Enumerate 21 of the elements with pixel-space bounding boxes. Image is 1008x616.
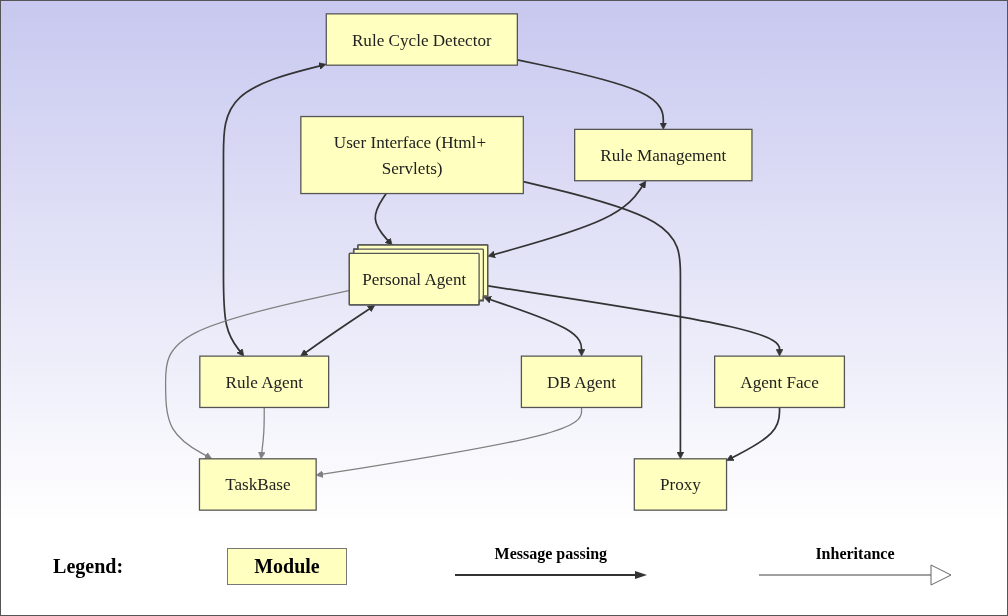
- arrow: [487, 285, 784, 357]
- arrow: [300, 305, 376, 357]
- arrow: [258, 406, 266, 460]
- arrow: [222, 62, 327, 357]
- legend-label: Message passing: [494, 545, 608, 563]
- node-box: DB Agent: [520, 355, 643, 409]
- legend-heading: Legend:: [53, 554, 124, 578]
- node-box: User Interface (Html+ Servlets): [300, 115, 524, 195]
- node-box: Rule Cycle Detector: [325, 13, 518, 66]
- node-box: Proxy: [633, 458, 728, 511]
- arrow: [164, 289, 351, 460]
- arrow: [483, 296, 586, 357]
- arrow: [522, 180, 685, 460]
- legend-swatch: Module: [227, 547, 347, 585]
- arrow: [726, 406, 781, 461]
- node-box: Rule Management: [574, 128, 753, 182]
- legend-label: Inheritance: [815, 545, 895, 563]
- node-box: Agent Face: [714, 355, 846, 409]
- node-box: TaskBase: [198, 458, 317, 511]
- node-box: Rule Agent: [199, 355, 330, 409]
- arrow: [487, 180, 647, 258]
